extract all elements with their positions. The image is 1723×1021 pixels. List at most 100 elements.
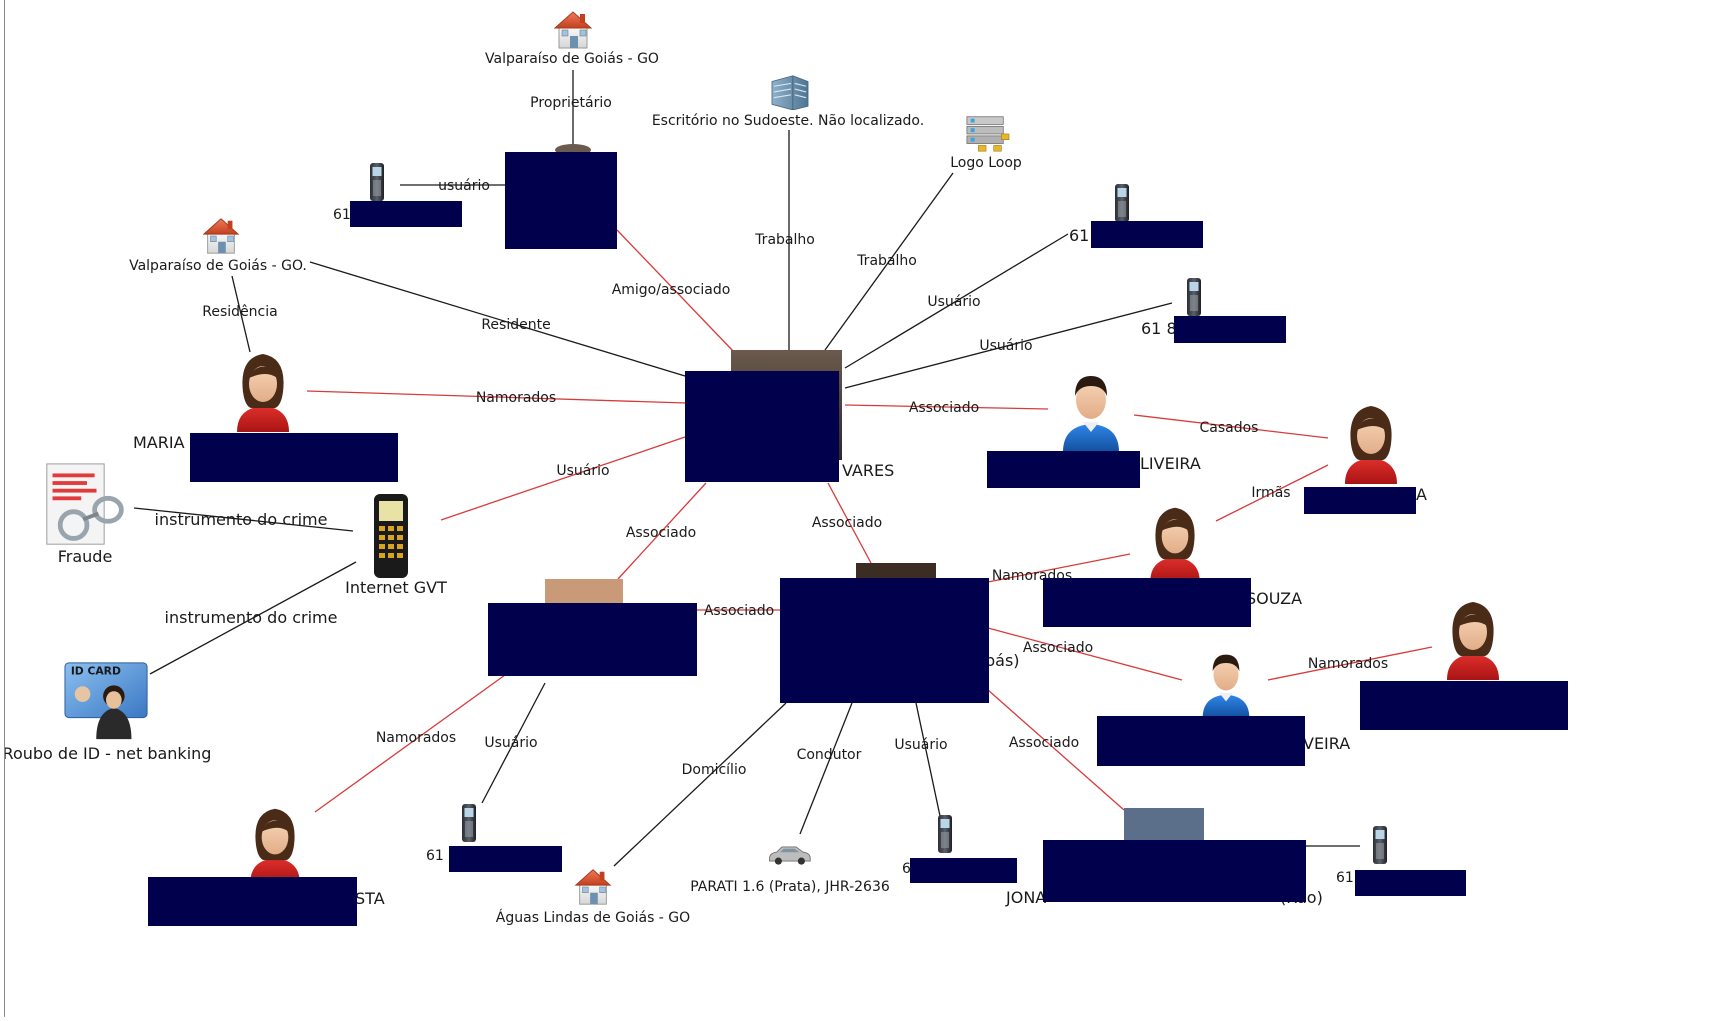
node-label-phone-top-left: 61 (333, 207, 351, 223)
edge-residencia (231, 275, 251, 353)
redaction-box (1360, 681, 1568, 730)
node-label-oliveira: LIVEIRA (1140, 454, 1201, 473)
redaction-box (148, 877, 357, 926)
edge-associado-5 (987, 627, 1183, 681)
edge-label-usuario-4: Usuário (894, 737, 947, 753)
redaction-box (780, 578, 989, 703)
edge-label-usuario-gvt: Usuário (556, 463, 609, 479)
edge-label-associado-3: Associado (812, 515, 882, 531)
edge-domicilio (613, 702, 787, 867)
edge-label-trabalho-1: Trabalho (754, 232, 815, 248)
redaction-box (910, 858, 1017, 883)
id-card-icon[interactable] (64, 662, 148, 740)
edge-label-namorados-4: Namorados (376, 730, 456, 746)
node-label-parati: PARATI 1.6 (Prata), JHR-2636 (690, 879, 890, 895)
phone-icon[interactable] (370, 163, 384, 201)
edge-label-proprietario: Proprietário (530, 95, 612, 111)
edge-associado-6 (987, 689, 1125, 811)
left-frame-border (4, 0, 5, 1017)
edge-amigo-associado (616, 229, 735, 353)
female-avatar-icon[interactable] (1150, 507, 1200, 582)
edge-usuario-3 (481, 682, 546, 804)
node-label-assoc-center: pás) (985, 651, 1020, 670)
node-label-souza: SOUZA (1246, 589, 1302, 608)
female-avatar-icon[interactable] (237, 354, 289, 432)
edge-namorados-2 (987, 553, 1131, 583)
edge-usuario-gvt (440, 436, 686, 521)
node-label-valparaiso-residencia: Valparaíso de Goiás - GO. (129, 258, 307, 274)
redaction-box (1304, 487, 1416, 514)
redaction-box (190, 433, 398, 482)
female-avatar-icon[interactable] (1345, 406, 1397, 484)
house-icon[interactable] (575, 869, 611, 905)
redaction-box (449, 846, 562, 872)
node-label-internet-gvt: Internet GVT (345, 578, 447, 597)
node-label-aguas-lindas: Águas Lindas de Goiás - GO (496, 909, 690, 926)
edge-label-associado-2: Associado (626, 525, 696, 541)
node-label-phone-right: 61 8 (1141, 319, 1177, 338)
edge-associado-1 (844, 404, 1049, 410)
node-label-irmas-female: A (1416, 485, 1427, 504)
female-avatar-icon[interactable] (250, 808, 300, 883)
edge-label-namorados-1: Namorados (476, 390, 556, 406)
redaction-boxes (148, 152, 1568, 926)
house-icon[interactable] (554, 11, 592, 49)
edge-associado-2 (617, 482, 707, 580)
node-label-jonathan: JONA (1005, 888, 1046, 907)
phone-icon[interactable] (462, 804, 476, 842)
edge-namorados-1 (306, 390, 687, 404)
redaction-box (1355, 870, 1466, 896)
phone-icon[interactable] (938, 815, 952, 853)
node-label-fraude: Fraude (58, 547, 113, 566)
male-avatar-icon[interactable] (1063, 376, 1119, 452)
edge-casados (1133, 414, 1329, 439)
edge-usuario-4 (915, 702, 941, 817)
edge-labels: Proprietário usuário Trabalho Trabalho U… (155, 95, 1389, 778)
male-avatar-icon[interactable] (1202, 654, 1250, 718)
house-icon[interactable] (203, 218, 239, 254)
node-label-costa: STA (355, 889, 385, 908)
edges (133, 70, 1433, 867)
phone-icon[interactable] (1373, 826, 1387, 864)
node-label-phone-bottom-right: 61 (1336, 870, 1354, 886)
edge-associado-3 (827, 482, 872, 564)
edge-label-domicilio: Domicílio (682, 762, 747, 778)
edge-instrumento-1 (133, 507, 354, 532)
edge-label-instrumento-2: instrumento do crime (165, 608, 338, 627)
edge-condutor (799, 702, 853, 835)
node-label-maria: MARIA (133, 433, 185, 452)
server-icon[interactable] (966, 116, 1010, 152)
edge-irmas (1215, 464, 1329, 522)
edge-label-condutor: Condutor (797, 747, 862, 763)
female-avatar-icon[interactable] (1447, 602, 1499, 680)
edge-label-associado-1: Associado (909, 400, 979, 416)
edge-label-irmas: Irmãs (1251, 485, 1290, 501)
phone-icon[interactable] (1115, 184, 1129, 222)
edge-label-usuario-top: usuário (438, 178, 490, 194)
node-label-valparaiso: Valparaíso de Goiás - GO (485, 51, 659, 67)
edge-label-instrumento-1: instrumento do crime (155, 510, 328, 529)
edge-label-namorados-3: Namorados (1308, 656, 1388, 672)
phone-icon[interactable] (1187, 278, 1201, 316)
node-label-logo-loop: Logo Loop (950, 155, 1022, 171)
node-label-veira: VEIRA (1303, 734, 1350, 753)
edge-namorados-3 (1267, 646, 1433, 681)
edge-label-casados: Casados (1200, 420, 1259, 436)
edge-usuario-1 (844, 233, 1069, 369)
car-icon[interactable] (769, 846, 811, 866)
mobile-phone-icon[interactable] (374, 494, 408, 578)
edge-residente (309, 261, 686, 377)
edge-label-usuario-3: Usuário (484, 735, 537, 751)
node-labels: Valparaíso de Goiás - GO Valparaíso de G… (3, 51, 1427, 926)
redaction-box (1097, 716, 1305, 766)
edge-namorados-4 (314, 674, 506, 813)
edge-label-usuario-2: Usuário (979, 338, 1032, 354)
edge-usuario-2 (844, 302, 1173, 389)
redaction-box (488, 603, 697, 676)
handcuffs-icon[interactable] (47, 464, 122, 544)
building-icon[interactable] (771, 75, 809, 110)
redaction-box (1043, 578, 1251, 627)
redaction-box (1174, 316, 1286, 343)
